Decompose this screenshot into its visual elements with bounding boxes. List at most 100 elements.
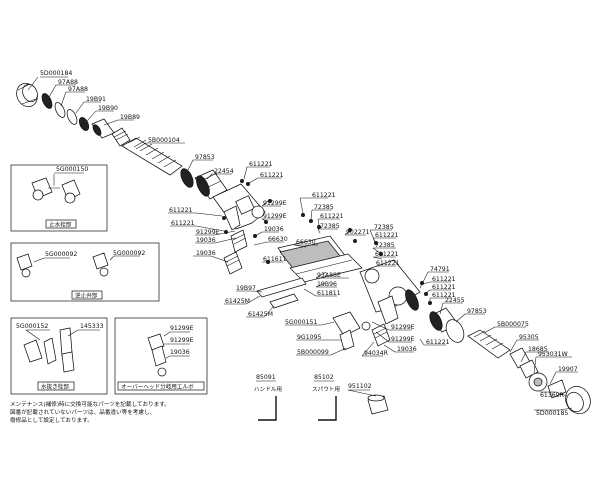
label-19b89: 19B89 xyxy=(120,114,140,121)
inset-drain-plug: 5G000152 145333 水抜き栓部 xyxy=(10,317,108,395)
label-5g000150: 5G000150 xyxy=(56,166,88,173)
valve-body-right-part xyxy=(359,259,432,325)
label-91299e-e: 91299E xyxy=(391,336,415,343)
spout-tool: 85102 スパウト用 xyxy=(312,374,340,421)
label-9g1095: 9G1095 xyxy=(297,334,322,341)
label-95305: 95305 xyxy=(519,334,539,341)
label-611221-c: 611221 xyxy=(169,207,193,214)
label-5d000184: 5D000184 xyxy=(40,70,72,77)
label-19b97: 19B97 xyxy=(236,285,256,292)
inset-overhead-elbow: 91299E 91299E 19036 オーバーヘッド分岐用エルボ xyxy=(114,317,208,395)
tube-bar-part xyxy=(256,277,307,309)
label-22454: 22454 xyxy=(214,168,234,175)
main-part-labels: 5D000184 97A88 97A88 19B91 19B90 19B89 5… xyxy=(40,70,578,417)
label-91299e-f: 91299E xyxy=(170,325,194,332)
label-611221-j: 611221 xyxy=(432,284,456,291)
label-611221-h: 611221 xyxy=(375,251,399,258)
label-61425m-b: 61425M xyxy=(248,311,273,318)
label-66630-b: 66630 xyxy=(296,239,316,246)
label-19036-e: 19036 xyxy=(170,349,190,356)
label-611221-a: 611221 xyxy=(249,161,273,168)
seal-rings-part xyxy=(41,93,90,131)
end-cap-part xyxy=(16,82,38,108)
label-74791: 74791 xyxy=(430,266,450,273)
caption-drain-plug: 水抜き栓部 xyxy=(41,383,69,391)
caption-upper-valve: 止水栓部 xyxy=(49,221,72,229)
label-951102: 951102 xyxy=(348,383,372,390)
label-145333: 145333 xyxy=(80,323,104,330)
label-611221-g: 611221 xyxy=(375,232,399,239)
label-5b000075: 5B000075 xyxy=(497,321,529,328)
label-85091: 85091 xyxy=(256,374,276,381)
label-611221-d: 611221 xyxy=(171,220,195,227)
label-19b96: 19B96 xyxy=(317,281,337,288)
caption-spout-tool: スパウト用 xyxy=(312,385,340,393)
label-5b000104: 5B000104 xyxy=(148,137,180,144)
caption-handle-tool: ハンドル用 xyxy=(254,386,282,393)
fitting-right-part xyxy=(371,323,391,347)
label-5b000099: 5B000099 xyxy=(297,349,329,356)
cartridge-part xyxy=(91,118,131,147)
spindle-right-part xyxy=(467,329,511,359)
label-19036-b: 19036 xyxy=(264,226,284,233)
caption-overhead-elbow: オーバーヘッド分岐用エルボ xyxy=(121,383,194,391)
label-94034r: 94034R xyxy=(364,350,389,357)
elbow-fitting-part xyxy=(332,311,371,351)
label-97a88-a: 97A88 xyxy=(58,79,78,86)
label-611221-e: 611221 xyxy=(312,192,336,199)
footer-note: メンテナンス(補修)時に交換可能なパーツを記載しております。 図番が記載されてい… xyxy=(10,400,170,424)
end-cap-right-part xyxy=(565,385,591,415)
label-953031w: 953031W xyxy=(538,351,568,358)
label-611221-m: 611221 xyxy=(426,339,450,346)
label-611221-b: 611221 xyxy=(260,172,284,179)
label-91299e-c: 91299E xyxy=(196,229,220,236)
label-97853-l: 97853 xyxy=(195,154,215,161)
label-19036-a: 19036 xyxy=(196,237,216,244)
label-611221-k: 611221 xyxy=(432,292,456,299)
screws-left xyxy=(222,179,272,238)
label-19036-c: 19036 xyxy=(196,250,216,257)
label-5g000152: 5G000152 xyxy=(16,323,48,330)
cartridge-right-part xyxy=(509,347,539,379)
note-line1: メンテナンス(補修)時に交換可能なパーツを記載しております。 xyxy=(10,400,170,408)
label-66630: 66630 xyxy=(268,236,288,243)
label-19907: 19907 xyxy=(558,366,578,373)
label-611221-f: 611221 xyxy=(320,213,344,220)
label-19036-d: 19036 xyxy=(397,346,417,353)
sleeve-part xyxy=(194,169,228,200)
label-91299e-b: 91299E xyxy=(263,213,287,220)
label-61369r: 61369R xyxy=(540,392,565,399)
label-72385-a: 72385 xyxy=(314,204,334,211)
label-22455: 22455 xyxy=(445,297,465,304)
label-5g000151: 5G000151 xyxy=(285,319,317,326)
label-611611-a: 611611 xyxy=(263,256,287,263)
label-5g000092-b: 5G000092 xyxy=(113,250,145,257)
label-611811: 611811 xyxy=(317,290,341,297)
inset-spout-valve: 5G000092 5G000092 逆止弁部 xyxy=(10,242,160,302)
label-85102: 85102 xyxy=(314,374,334,381)
ring-right-part xyxy=(445,319,465,343)
o-ring-part xyxy=(180,168,194,188)
valve-body-left-part xyxy=(212,183,266,253)
leader-lines xyxy=(27,76,578,411)
note-line3: 樹修品として設定しております。 xyxy=(10,416,93,424)
fitting-left-part xyxy=(223,251,243,275)
spindle-part xyxy=(121,136,183,176)
label-61425m-a: 61425M xyxy=(225,298,250,305)
label-72385-b: 72385 xyxy=(320,223,340,230)
label-5d000185: 5D000185 xyxy=(536,410,568,417)
label-611221-l: 611221 xyxy=(376,260,400,267)
handle-tool: 85091 ハンドル用 xyxy=(254,374,282,421)
label-97a88-b: 97A88 xyxy=(68,86,88,93)
label-97853-r: 97853 xyxy=(467,308,487,315)
label-91299e-g: 91299E xyxy=(170,337,194,344)
label-19b91: 19B91 xyxy=(86,96,106,103)
label-91299e-d: 91299E xyxy=(391,324,415,331)
adapter-951102: 951102 xyxy=(347,383,389,415)
inset-upper-valve: 5G000150 止水栓部 xyxy=(10,164,108,232)
caption-spout-valve: 逆止弁部 xyxy=(75,292,98,300)
label-19b90: 19B90 xyxy=(98,105,118,112)
note-line2: 図番が記載されていないパーツは、品番違い等を考慮し、 xyxy=(10,408,155,416)
label-91299e-a: 91299E xyxy=(263,200,287,207)
